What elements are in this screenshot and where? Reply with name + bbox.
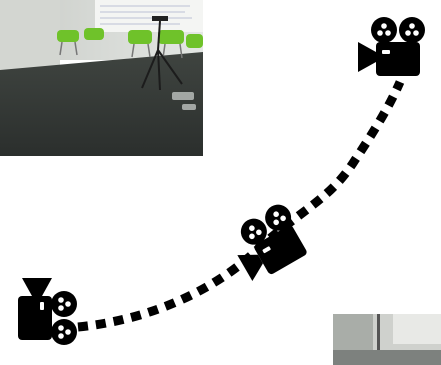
movie-camera-icon (358, 17, 425, 76)
camera-path (78, 82, 400, 327)
movie-camera-icon (18, 278, 77, 345)
